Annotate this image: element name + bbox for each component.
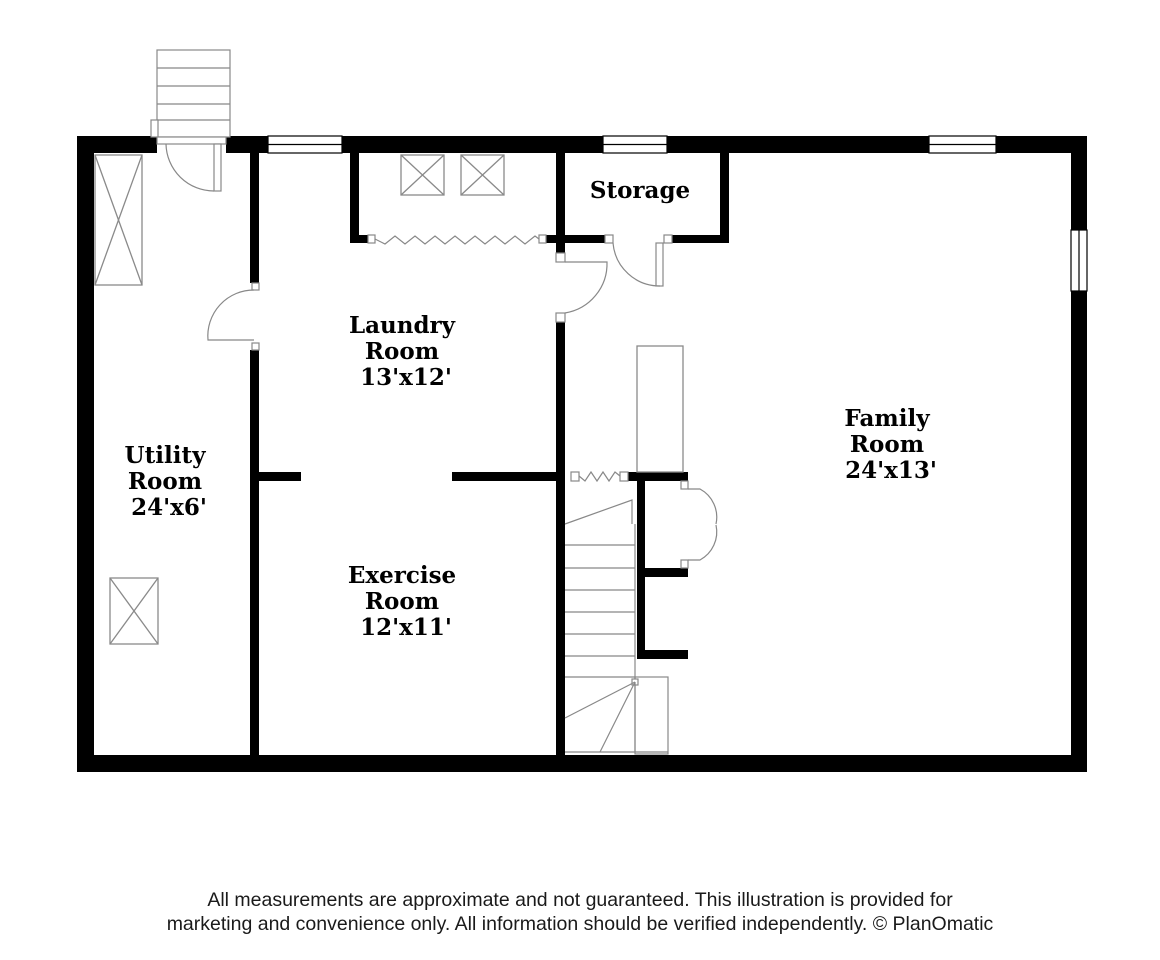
wall-stair-closet-mid — [645, 568, 688, 577]
room-labels: Storage Laundry Room 13'x12' Utility Roo… — [125, 177, 937, 641]
window-laundry-top — [267, 135, 343, 154]
exterior-wall-right-upper — [1071, 136, 1087, 230]
window-storage-top — [602, 135, 668, 154]
dryer-icon — [460, 154, 505, 196]
wall-storage-bottom-right — [672, 235, 729, 243]
wall-utility-bottom — [250, 350, 259, 755]
disclaimer: All measurements are approximate and not… — [0, 888, 1160, 936]
laundry-room-label: Laundry Room 13'x12' — [349, 312, 463, 391]
water-heater-icon — [109, 577, 159, 645]
exterior-stairs — [150, 49, 231, 138]
wall-stair-closet-top — [628, 472, 688, 481]
door-laundry-closet-bifold — [367, 234, 547, 245]
exterior-wall-top-c — [342, 136, 603, 153]
exterior-wall-top-d — [667, 136, 929, 153]
utility-equipment-icon — [94, 154, 143, 286]
door-utility-exterior — [156, 136, 227, 192]
wall-stair-closet-left — [637, 481, 645, 659]
door-stair-bifold — [570, 470, 629, 483]
windows — [267, 135, 1088, 292]
door-utility-laundry — [207, 282, 260, 351]
doors — [156, 136, 718, 569]
exterior-walls — [77, 136, 1087, 772]
exterior-wall-left — [77, 136, 94, 772]
window-family-top — [928, 135, 997, 154]
exterior-wall-top-e — [996, 136, 1087, 153]
fixtures — [94, 154, 684, 645]
wall-center-top — [556, 153, 565, 253]
wall-laundry-exercise-left — [259, 472, 301, 481]
wall-closet-bottom-left — [350, 235, 368, 243]
interior-walls — [250, 153, 729, 755]
exterior-wall-top-a — [77, 136, 157, 153]
door-storage — [604, 234, 673, 287]
wall-laundry-exercise-right — [452, 472, 556, 481]
interior-stairs — [564, 499, 669, 755]
washer-icon — [400, 154, 445, 196]
exterior-wall-top-b — [226, 136, 268, 153]
storage-room-label: Storage — [590, 177, 690, 204]
family-room-label: Family Room 24'x13' — [844, 405, 937, 484]
wall-utility-top — [250, 153, 259, 283]
door-stair-closet — [680, 480, 718, 569]
family-room-shelf-icon — [636, 345, 684, 473]
window-family-right — [1070, 229, 1088, 292]
wall-stair-closet-bottom — [645, 650, 688, 659]
disclaimer-line-2: marketing and convenience only. All info… — [166, 913, 994, 935]
wall-center-bottom — [556, 320, 565, 755]
utility-room-label: Utility Room 24'x6' — [125, 442, 214, 521]
wall-storage-right — [720, 153, 729, 243]
exterior-wall-right-lower — [1071, 291, 1087, 772]
wall-closet-bottom-right — [546, 235, 556, 243]
exterior-wall-bottom — [77, 755, 1087, 772]
door-laundry-family — [555, 252, 608, 323]
wall-storage-bottom-left — [565, 235, 605, 243]
wall-closet-left — [350, 153, 359, 243]
exercise-room-label: Exercise Room 12'x11' — [348, 562, 464, 641]
disclaimer-line-1: All measurements are approximate and not… — [207, 889, 953, 911]
